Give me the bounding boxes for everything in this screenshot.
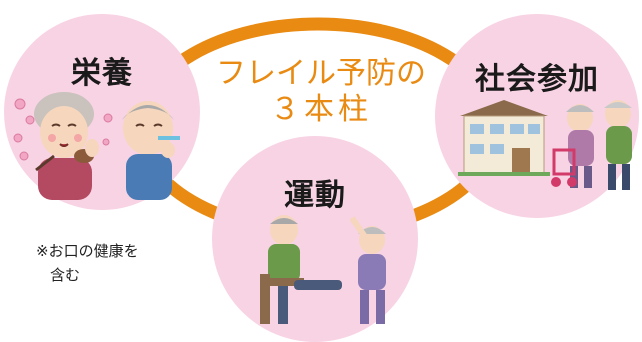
frailty-diagram: 栄養 (4, 14, 639, 342)
note-line-2: 含む (50, 266, 81, 284)
flower-icon (13, 98, 113, 161)
nutrition-illustration (13, 92, 180, 200)
pillar-nutrition-title: 栄養 (71, 56, 133, 91)
center-title-line-2: ３本柱 (270, 92, 372, 127)
elderly-couple-figure (551, 100, 632, 190)
woman-stretching-figure (349, 216, 386, 324)
social-illustration (458, 100, 632, 190)
center-title-line-1: フレイル予防の (216, 56, 426, 91)
man-brushing-figure (122, 101, 180, 200)
oral-health-note: ※お口の健康を 含む (36, 239, 139, 287)
man-chair-exercise-figure (260, 215, 342, 324)
note-line-1: ※お口の健康を (36, 242, 139, 260)
pillar-social-title: 社会参加 (475, 62, 599, 97)
pillar-exercise-title: 運動 (284, 178, 346, 213)
exercise-illustration (260, 215, 386, 324)
building-icon (458, 100, 550, 176)
woman-eating-figure (34, 92, 99, 200)
